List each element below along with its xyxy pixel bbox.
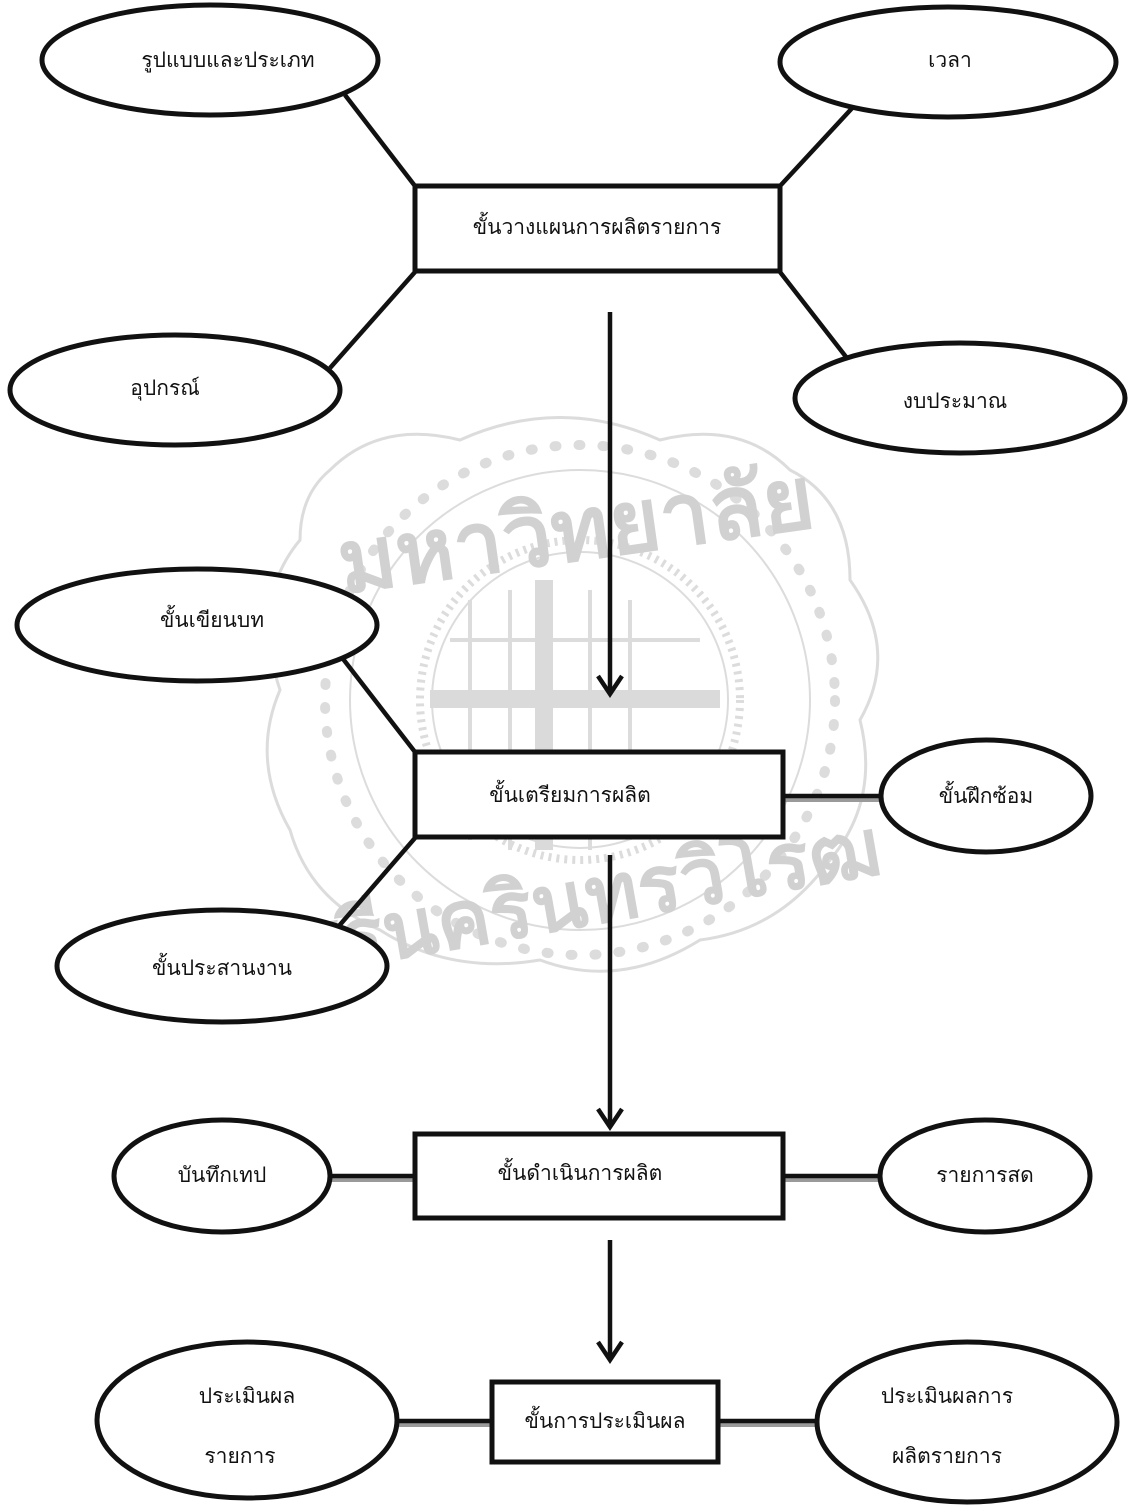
arrow-down-icon: [596, 1240, 624, 1365]
connector-coordination-preparation: [330, 836, 417, 936]
node-format: รูปแบบและประเภท: [39, 2, 381, 118]
connectors: [328, 93, 880, 1427]
connector-budget-planning: [778, 270, 852, 364]
arrow-down-icon: [596, 312, 624, 699]
node-live-label: รายการสด: [936, 1163, 1034, 1187]
node-equipment-label: อุปกรณ์: [130, 376, 199, 401]
connector-script-preparation: [338, 653, 417, 754]
node-eval-production-label-line1: ประเมินผลการ: [881, 1384, 1013, 1408]
node-eval-production-label-line2: ผลิตรายการ: [892, 1444, 1002, 1468]
node-time: เวลา: [777, 4, 1119, 120]
node-coordination: ขั้นประสานงาน: [54, 907, 390, 1025]
stage-production: ขั้นดำเนินการผลิต: [412, 1131, 786, 1221]
stage-preparation-label: ขั้นเตรียมการผลิต: [489, 780, 651, 807]
connector-format-planning: [343, 93, 417, 188]
node-rehearsal-label: ขั้นฝึกซ้อม: [939, 781, 1033, 808]
node-format-label: รูปแบบและประเภท: [141, 48, 314, 73]
node-budget-label: งบประมาณ: [903, 389, 1008, 413]
node-recording: บันทึกเทป: [111, 1117, 333, 1235]
node-script-label: ขั้นเขียนบท: [160, 605, 264, 632]
node-rehearsal: ขั้นฝึกซ้อม: [878, 737, 1094, 855]
node-script: ขั้นเขียนบท: [14, 566, 380, 684]
node-live: รายการสด: [877, 1117, 1093, 1235]
stage-evaluation-label: ขั้นการประเมินผล: [525, 1406, 686, 1433]
node-eval-program-label-line1: ประเมินผล: [199, 1384, 295, 1408]
stage-evaluation: ขั้นการประเมินผล: [489, 1379, 721, 1465]
node-coordination-label: ขั้นประสานงาน: [152, 953, 292, 980]
node-eval-production: ประเมินผลการ ผลิตรายการ: [814, 1339, 1120, 1505]
node-eval-program-label-line2: รายการ: [204, 1444, 275, 1468]
connector-equipment-planning: [328, 270, 417, 370]
node-equipment: อุปกรณ์: [7, 332, 343, 448]
arrow-down-icon: [596, 855, 624, 1132]
university-seal-watermark: มหาวิทยาลัย ศรีนครินทรวิโรฒ: [265, 416, 888, 996]
node-time-label: เวลา: [928, 48, 972, 72]
node-budget: งบประมาณ: [792, 340, 1128, 456]
stage-planning-label: ขั้นวางแผนการผลิตรายการ: [473, 212, 722, 239]
node-recording-label: บันทึกเทป: [178, 1163, 267, 1187]
node-eval-program: ประเมินผล รายการ: [94, 1339, 400, 1501]
flow-arrows: [596, 312, 624, 1365]
stage-preparation: ขั้นเตรียมการผลิต: [412, 749, 786, 840]
connector-time-planning: [778, 103, 857, 188]
stage-production-label: ขั้นดำเนินการผลิต: [498, 1158, 663, 1185]
stage-planning: ขั้นวางแผนการผลิตรายการ: [412, 183, 783, 274]
